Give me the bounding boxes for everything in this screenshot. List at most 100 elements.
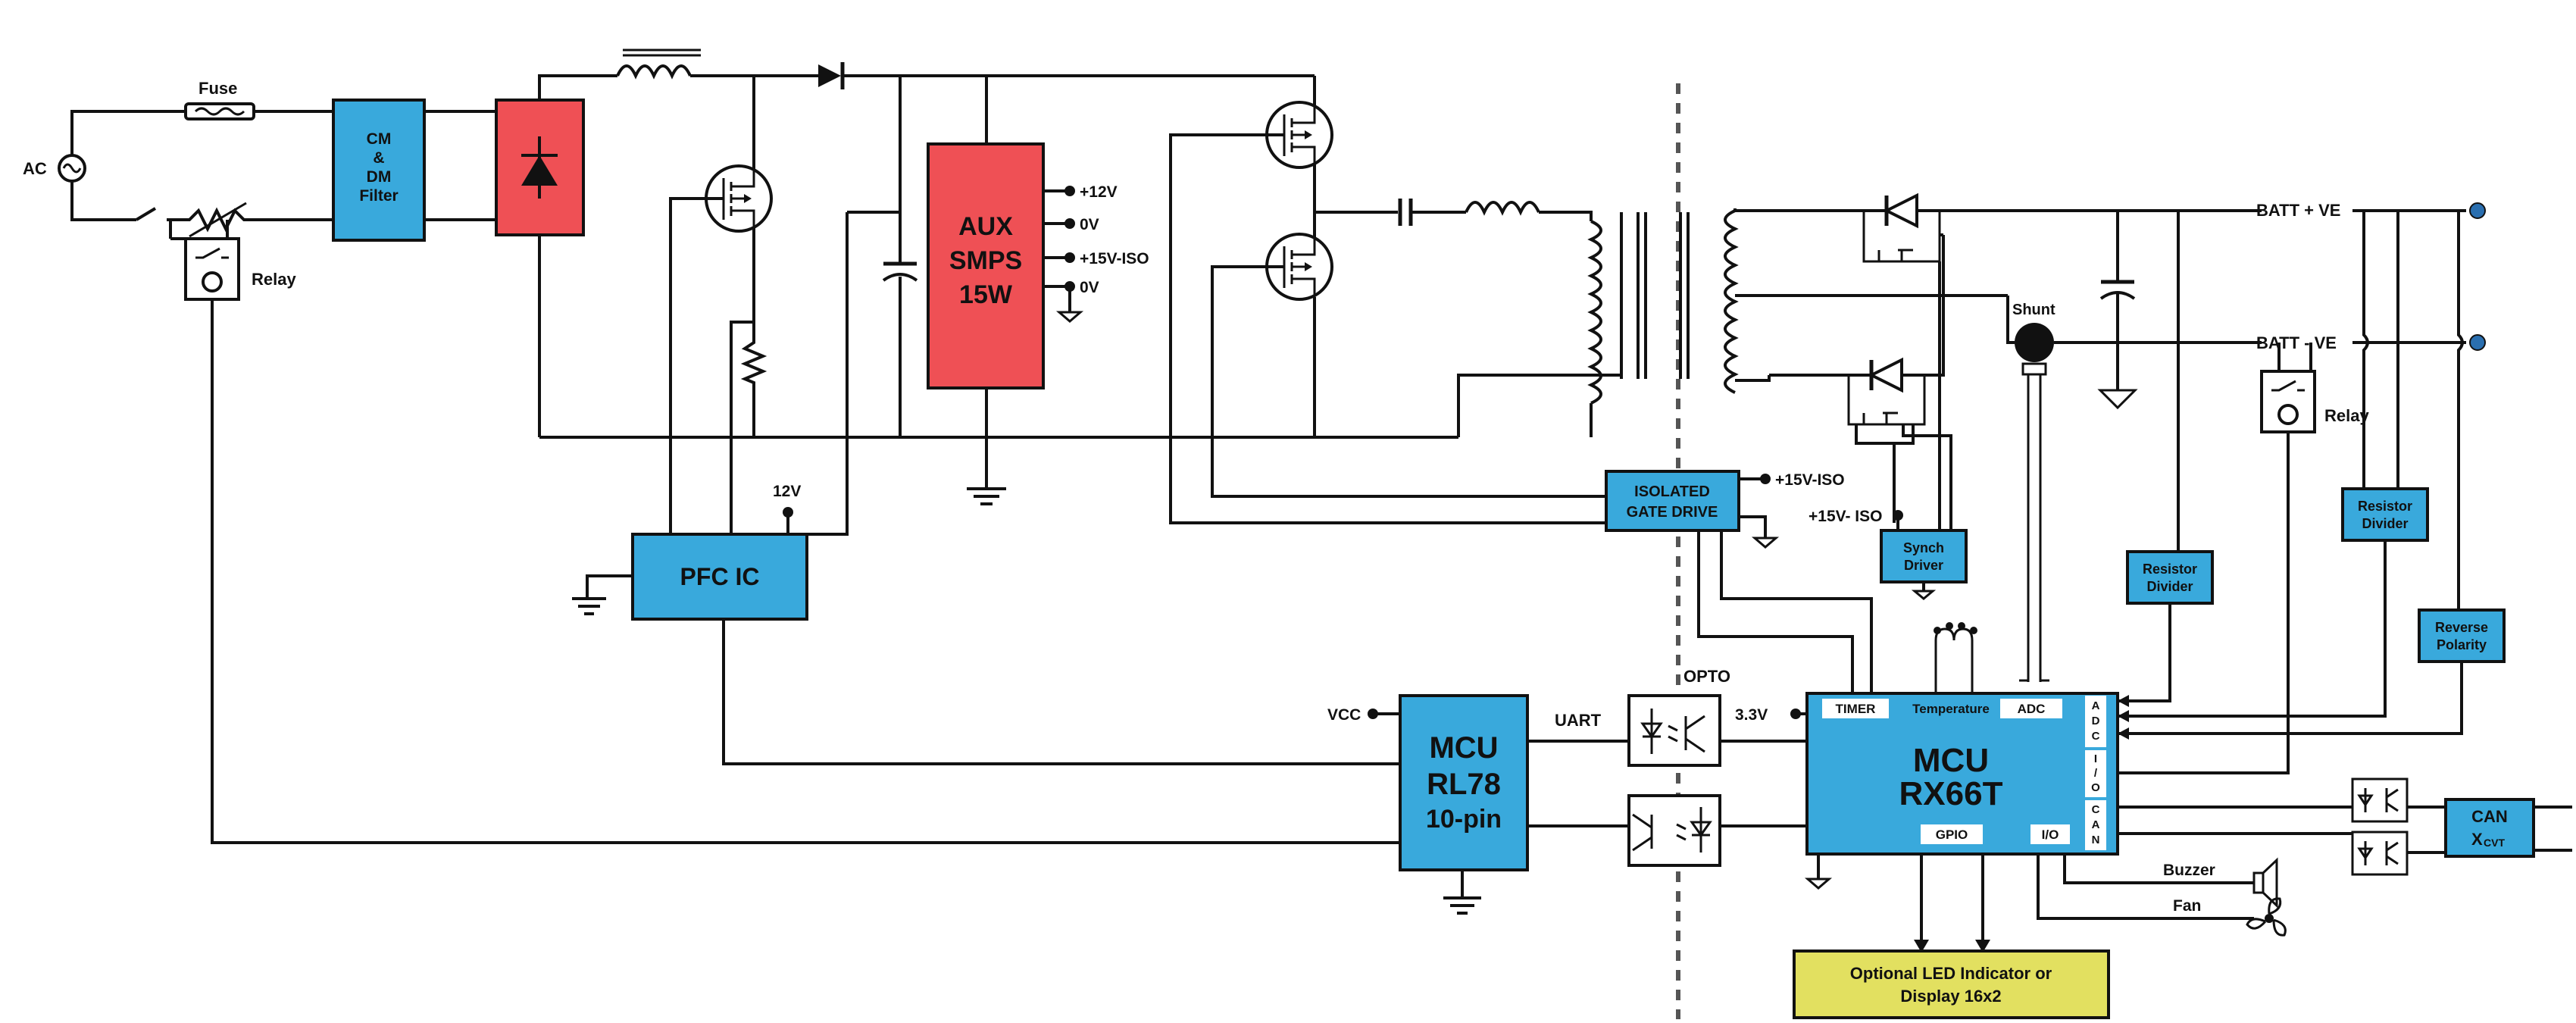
resistor-divider-b-line2: Divider xyxy=(2362,516,2408,531)
aux-12v-label: +12V xyxy=(1080,183,1118,201)
batt-pos-label: BATT + VE xyxy=(2256,201,2340,220)
aux-15viso-label: +15V-ISO xyxy=(1080,250,1149,267)
resonant-inductor-icon xyxy=(1465,201,1540,216)
hb-mosfet-bottom-icon xyxy=(1265,233,1333,301)
pfc-ic-block xyxy=(631,533,808,621)
relay-left-label: Relay xyxy=(252,270,296,289)
aux-smps-line3: 15W xyxy=(959,280,1013,309)
fuse-icon xyxy=(184,102,255,120)
gate-drive-line1: ISOLATED xyxy=(1634,483,1710,500)
can-xcvr-label: CAN xyxy=(2471,807,2508,826)
batt-neg-label: BATT - VE xyxy=(2256,333,2337,352)
rx66t-line2: RX66T xyxy=(1899,775,2003,812)
gate-15viso-label: +15V-ISO xyxy=(1775,471,1845,489)
can-optocoupler-top-icon xyxy=(2351,777,2409,823)
aux-smps-line1: AUX xyxy=(958,212,1013,241)
rx-adc-side-1: A xyxy=(2092,699,2100,712)
reverse-polarity-block xyxy=(2418,608,2506,663)
rx-can-side-1: C xyxy=(2092,803,2100,816)
opto-label: OPTO xyxy=(1683,667,1730,686)
resonant-capacitor-icon xyxy=(1398,199,1413,226)
temperature-sensor-icon xyxy=(1934,622,1977,693)
rx-io-side-2: / xyxy=(2094,767,2098,780)
reverse-polarity-line1: Reverse xyxy=(2435,620,2488,635)
v33-label: 3.3V xyxy=(1735,706,1768,724)
transformer-primary-icon xyxy=(1587,220,1602,405)
fuse-label: Fuse xyxy=(199,79,237,98)
resistor-divider-a-line2: Divider xyxy=(2146,579,2193,594)
resistor-divider-b-block xyxy=(2341,487,2429,542)
rx-io-side-3: O xyxy=(2091,781,2100,794)
sync-rect-top-icon xyxy=(1862,192,1941,263)
sense-resistor-icon xyxy=(740,333,767,437)
rx-adc-side-2: D xyxy=(2092,715,2100,727)
synch-driver-line1: Synch xyxy=(1903,540,1944,555)
vcc-label: VCC xyxy=(1327,706,1361,724)
pfc-ground-icon xyxy=(572,597,606,615)
fan-icon xyxy=(2246,897,2287,937)
hb-mosfet-top-icon xyxy=(1265,101,1333,169)
rx-can-side-2: A xyxy=(2092,818,2100,831)
rx-adc-label: ADC xyxy=(2018,702,2046,716)
gate-drive-line2: GATE DRIVE xyxy=(1627,504,1718,521)
buzzer-label: Buzzer xyxy=(2163,862,2215,879)
pfc-12v-label: 12V xyxy=(773,483,801,500)
cm-filter-line4: Filter xyxy=(359,187,398,205)
can-xcvr-sub-main: X xyxy=(2471,830,2483,849)
cm-filter-line3: DM xyxy=(367,168,392,186)
pfc-ic-label: PFC IC xyxy=(680,563,760,590)
rx-io-bottom-label: I/O xyxy=(2042,827,2059,842)
buzzer-icon xyxy=(2252,857,2278,909)
reverse-polarity-line2: Polarity xyxy=(2437,637,2487,652)
gate-15viso-b-label: +15V- ISO xyxy=(1809,508,1882,525)
resistor-divider-b-line1: Resistor xyxy=(2358,499,2412,514)
transformer-secondary-icon xyxy=(1724,209,1739,394)
pfc-inductor-icon xyxy=(616,64,692,80)
bridge-diode-icon xyxy=(521,136,558,199)
shunt-label: Shunt xyxy=(2012,302,2055,318)
synch-driver-block xyxy=(1880,529,1968,583)
resistor-divider-a-block xyxy=(2126,550,2214,605)
aux-smps-line2: SMPS xyxy=(949,246,1022,275)
rl78-line2: RL78 xyxy=(1427,768,1501,801)
cm-filter-line1: CM xyxy=(367,130,392,148)
boost-diode-icon xyxy=(818,62,845,89)
synch-driver-line2: Driver xyxy=(1904,558,1943,573)
can-xcvr-sub-small: CVT xyxy=(2484,837,2505,849)
rx-temperature-label: Temperature xyxy=(1912,702,1990,716)
ac-source xyxy=(58,154,86,183)
optocoupler-top-icon xyxy=(1627,694,1721,767)
rx-timer-label: TIMER xyxy=(1836,702,1876,716)
sync-rect-bottom-icon xyxy=(1847,357,1926,426)
ac-label: AC xyxy=(23,159,47,178)
resistor-divider-a-line1: Resistor xyxy=(2143,562,2197,577)
led-display-block xyxy=(1793,949,2110,1019)
cm-filter-line2: & xyxy=(373,149,384,167)
fan-label: Fan xyxy=(2173,897,2201,915)
led-display-line1: Optional LED Indicator or xyxy=(1850,964,2052,983)
led-display-line2: Display 16x2 xyxy=(1900,987,2001,1006)
rx-io-side-1: I xyxy=(2094,752,2097,765)
relay-left-icon xyxy=(184,237,240,301)
aux-ground-icon xyxy=(967,487,1006,505)
can-transceiver-block xyxy=(2444,798,2535,858)
optocoupler-bottom-icon xyxy=(1627,794,1721,867)
cm-dm-filter-block xyxy=(332,99,426,242)
rx-gpio-label: GPIO xyxy=(1936,827,1968,842)
bulk-capacitor-icon xyxy=(882,261,918,282)
can-optocoupler-bottom-icon xyxy=(2351,831,2409,876)
aux-0v-b-label: 0V xyxy=(1080,279,1099,296)
rl78-ground-icon xyxy=(1443,896,1481,915)
rl78-line1: MCU xyxy=(1429,731,1498,765)
rx-can-side-3: N xyxy=(2092,834,2100,846)
uart-label: UART xyxy=(1555,711,1602,730)
shunt-icon xyxy=(2015,323,2054,362)
rx-adc-side-3: C xyxy=(2092,730,2100,743)
aux-0v-a-label: 0V xyxy=(1080,216,1099,233)
isolated-gate-drive-block xyxy=(1605,470,1740,532)
rl78-line3: 10-pin xyxy=(1426,805,1502,834)
relay-right-label: Relay xyxy=(2324,406,2369,425)
rx66t-line1: MCU xyxy=(1913,742,1989,779)
relay-right-icon xyxy=(2260,370,2316,433)
